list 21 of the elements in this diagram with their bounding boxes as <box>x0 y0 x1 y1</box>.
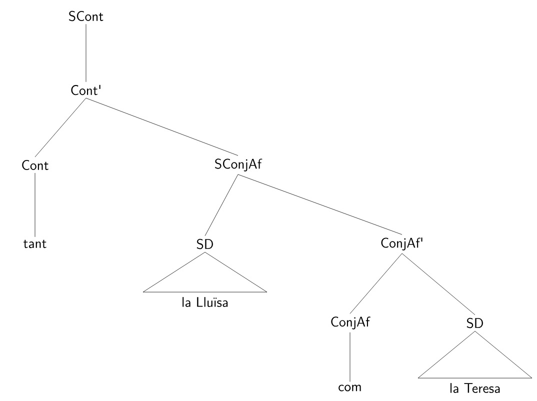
tree-branch <box>238 174 402 235</box>
tree-label: Cont' <box>71 84 100 96</box>
tree-label: ConjAf' <box>381 238 422 250</box>
tree-branch <box>34 98 86 158</box>
tree-label: SD <box>196 238 213 250</box>
tree-label: ConjAf <box>331 316 370 330</box>
tree-label: SConjAf <box>215 158 262 172</box>
tree-label: tant <box>24 240 46 248</box>
tree-branch <box>350 253 402 314</box>
tree-branch <box>402 253 476 316</box>
tree-branch <box>86 98 238 156</box>
tree-label: com <box>338 384 361 392</box>
triangle-branch <box>142 252 268 292</box>
tree-label: SCont <box>69 10 104 22</box>
tree-label: la Teresa <box>450 383 500 393</box>
tree-label: SD <box>466 318 483 328</box>
tree-label: la Lluïsa <box>182 297 228 307</box>
tree-branch <box>34 172 36 238</box>
tree-label: Cont <box>22 160 48 170</box>
tree-branch <box>204 174 238 236</box>
triangle-branch <box>418 330 532 378</box>
